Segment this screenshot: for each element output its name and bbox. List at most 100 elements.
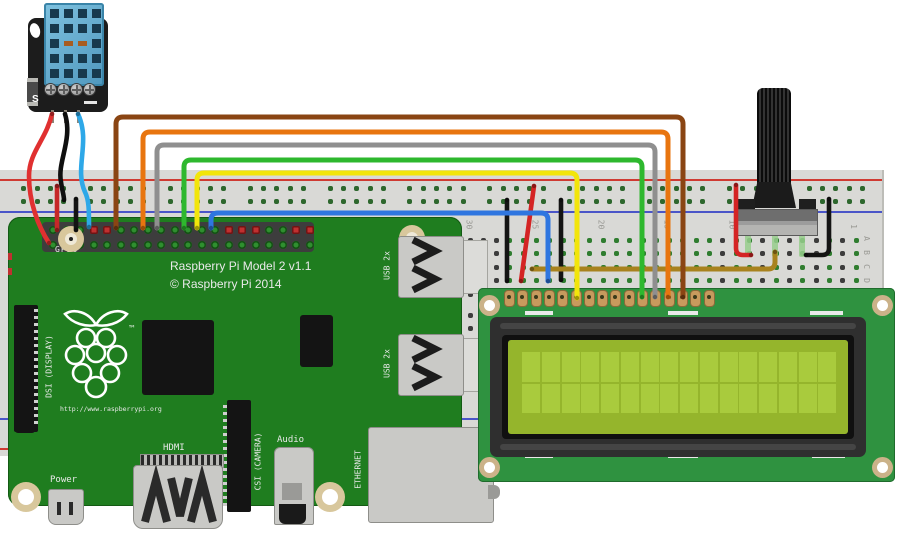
breadboard-hole[interactable] xyxy=(407,198,413,204)
breadboard-hole[interactable] xyxy=(693,278,699,283)
breadboard-hole[interactable] xyxy=(101,185,107,191)
gpio-pin[interactable] xyxy=(184,225,192,234)
gpio-pin[interactable] xyxy=(89,225,98,234)
breadboard-hole[interactable] xyxy=(620,185,626,191)
breadboard-hole[interactable] xyxy=(820,185,826,191)
gpio-pin[interactable] xyxy=(143,225,152,234)
wire-dht-vcc-red[interactable] xyxy=(26,111,55,246)
breadboard-hole[interactable] xyxy=(720,278,726,283)
breadboard-hole[interactable] xyxy=(686,185,692,191)
breadboard-hole[interactable] xyxy=(261,185,267,191)
breadboard-hole[interactable] xyxy=(354,185,360,191)
breadboard-hole[interactable] xyxy=(534,237,540,243)
breadboard-hole[interactable] xyxy=(300,185,306,191)
breadboard-hole[interactable] xyxy=(846,185,852,191)
gpio-pin[interactable] xyxy=(251,225,260,234)
breadboard-hole[interactable] xyxy=(447,198,453,204)
breadboard-hole[interactable] xyxy=(693,251,699,256)
breadboard-hole[interactable] xyxy=(587,237,593,243)
breadboard-hole[interactable] xyxy=(101,198,107,204)
breadboard-hole[interactable] xyxy=(613,237,619,243)
gpio-pin[interactable] xyxy=(265,225,273,234)
breadboard-hole[interactable] xyxy=(88,198,94,204)
gpio-pin[interactable] xyxy=(130,225,138,234)
dht11-sensor-module[interactable]: S xyxy=(27,3,108,123)
breadboard-hole[interactable] xyxy=(340,198,346,204)
breadboard-hole[interactable] xyxy=(820,198,826,204)
lcd-pin[interactable] xyxy=(703,290,715,307)
breadboard-hole[interactable] xyxy=(753,185,759,191)
breadboard-hole[interactable] xyxy=(507,251,513,256)
breadboard-hole[interactable] xyxy=(726,198,732,204)
breadboard-hole[interactable] xyxy=(627,278,633,283)
gpio-pin[interactable] xyxy=(278,240,287,249)
breadboard-hole[interactable] xyxy=(340,185,346,191)
breadboard-hole[interactable] xyxy=(726,185,732,191)
gpio-pin[interactable] xyxy=(157,225,165,234)
breadboard-hole[interactable] xyxy=(127,198,133,204)
breadboard-hole[interactable] xyxy=(786,278,792,283)
breadboard-hole[interactable] xyxy=(686,198,692,204)
lcd-pin[interactable] xyxy=(583,290,595,307)
lcd-pin[interactable] xyxy=(610,290,622,307)
breadboard-hole[interactable] xyxy=(380,198,386,204)
breadboard-hole[interactable] xyxy=(627,237,633,243)
breadboard-hole[interactable] xyxy=(507,237,513,243)
breadboard-hole[interactable] xyxy=(300,198,306,204)
breadboard-hole[interactable] xyxy=(700,185,706,191)
breadboard-hole[interactable] xyxy=(733,278,739,283)
breadboard-hole[interactable] xyxy=(853,278,859,283)
breadboard-hole[interactable] xyxy=(540,198,546,204)
gpio-pin[interactable] xyxy=(197,225,206,234)
wire-gpio-orange[interactable] xyxy=(140,129,671,300)
breadboard-hole[interactable] xyxy=(647,185,653,191)
breadboard-hole[interactable] xyxy=(707,278,713,283)
breadboard-hole[interactable] xyxy=(613,251,619,256)
breadboard-hole[interactable] xyxy=(786,251,792,256)
breadboard-hole[interactable] xyxy=(287,185,293,191)
lcd-pin[interactable] xyxy=(690,290,702,307)
gpio-pin[interactable] xyxy=(116,225,125,234)
breadboard-hole[interactable] xyxy=(600,237,606,243)
gpio-pin[interactable] xyxy=(130,240,138,249)
breadboard-hole[interactable] xyxy=(580,198,586,204)
breadboard-hole[interactable] xyxy=(607,198,613,204)
lcd-pin[interactable] xyxy=(557,290,569,307)
breadboard-hole[interactable] xyxy=(407,185,413,191)
breadboard-hole[interactable] xyxy=(760,251,766,256)
breadboard-hole[interactable] xyxy=(840,237,846,243)
breadboard-hole[interactable] xyxy=(673,185,679,191)
gpio-pin[interactable] xyxy=(157,240,165,249)
breadboard-hole[interactable] xyxy=(660,198,666,204)
breadboard-hole[interactable] xyxy=(367,185,373,191)
breadboard-hole[interactable] xyxy=(600,251,606,256)
wire-gpio-gray[interactable] xyxy=(154,142,658,300)
gpio-pin[interactable] xyxy=(238,240,246,249)
breadboard-hole[interactable] xyxy=(707,237,713,243)
breadboard-hole[interactable] xyxy=(274,185,280,191)
breadboard-hole[interactable] xyxy=(34,198,40,204)
breadboard-hole[interactable] xyxy=(813,278,819,283)
breadboard-hole[interactable] xyxy=(327,185,333,191)
pot-shaft[interactable] xyxy=(757,88,791,188)
raspberry-pi-board[interactable]: GPIO Raspberry Pi Model 2 v1.1 © Raspber… xyxy=(8,217,500,529)
breadboard-hole[interactable] xyxy=(853,237,859,243)
lcd-16x2-module[interactable] xyxy=(478,288,895,482)
gpio-pin[interactable] xyxy=(224,225,233,234)
breadboard-hole[interactable] xyxy=(813,237,819,243)
wire-pot-black[interactable] xyxy=(803,196,832,258)
gpio-pin[interactable] xyxy=(89,240,98,249)
gpio-pin[interactable] xyxy=(184,240,192,249)
breadboard-hole[interactable] xyxy=(460,198,466,204)
breadboard-hole[interactable] xyxy=(826,278,832,283)
breadboard-hole[interactable] xyxy=(274,198,280,204)
breadboard-hole[interactable] xyxy=(507,264,513,270)
lcd-pin[interactable] xyxy=(597,290,609,307)
gpio-pin[interactable] xyxy=(238,225,246,234)
breadboard-hole[interactable] xyxy=(627,251,633,256)
gpio-pin[interactable] xyxy=(292,225,300,234)
breadboard-hole[interactable] xyxy=(467,291,473,297)
breadboard-hole[interactable] xyxy=(420,198,426,204)
breadboard-hole[interactable] xyxy=(693,237,699,243)
lcd-pin[interactable] xyxy=(543,290,555,307)
